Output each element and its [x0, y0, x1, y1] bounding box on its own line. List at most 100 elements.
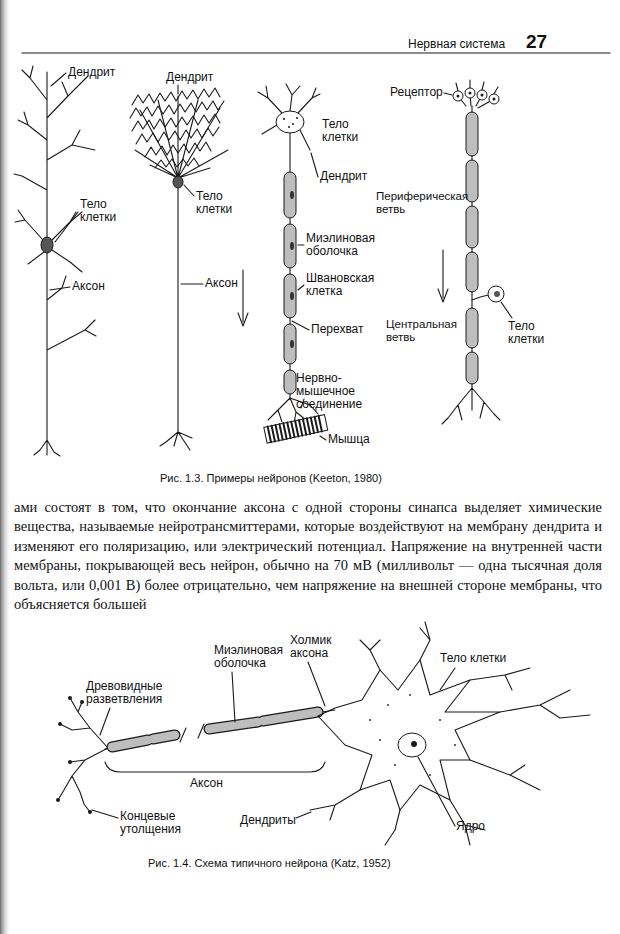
part-label: Перехват	[311, 323, 364, 336]
multipolar-neuron-part	[50, 73, 78, 290]
header-rule	[22, 52, 610, 53]
part-label: Рецептор	[390, 86, 443, 99]
direction-arrow-part	[242, 270, 243, 322]
motor-neuron-part	[264, 415, 328, 444]
sensory-neuron-part	[469, 92, 472, 95]
typical-neuron-part	[105, 710, 335, 749]
part-label: Тело клетки	[80, 198, 128, 224]
typical-neuron-part	[58, 722, 62, 726]
typical-neuron-part	[409, 694, 411, 696]
typical-neuron-part	[429, 774, 431, 776]
motor-neuron-part	[290, 292, 294, 300]
typical-neuron-part	[387, 704, 389, 706]
part-label: Дендриты	[240, 814, 296, 827]
motor-neuron-part-part	[268, 416, 322, 442]
sensory-neuron-part	[465, 88, 475, 98]
typical-neuron-part	[411, 741, 417, 747]
motor-neuron-part	[276, 111, 304, 133]
pyramidal-neuron-part	[130, 88, 224, 168]
multipolar-neuron-part	[14, 66, 96, 456]
multipolar-neuron	[14, 66, 96, 456]
part-label: Дендрит	[166, 71, 213, 84]
typical-neuron-part	[439, 719, 441, 721]
motor-neuron-part	[284, 224, 296, 268]
part-label: Миэлиновая оболочка	[306, 232, 382, 258]
sensory-neuron-part	[457, 95, 460, 98]
typical-neuron-part	[80, 700, 84, 704]
typical-neuron-part	[88, 810, 92, 814]
running-head: Нервная система	[408, 38, 505, 51]
part-label: Холмик аксона	[290, 634, 348, 660]
typical-neuron-part	[394, 764, 396, 766]
typical-neuron-part	[369, 719, 371, 721]
typical-neuron-part	[58, 698, 108, 812]
part-label: Тело клетки	[508, 320, 558, 346]
sensory-neuron-part	[466, 206, 478, 248]
motor-neuron-part-part	[264, 415, 328, 444]
sensory-neuron-part	[453, 91, 463, 101]
pyramidal-neuron-part	[178, 85, 203, 284]
direction-arrow-part	[442, 250, 443, 298]
sensory-neuron-part	[477, 90, 487, 100]
motor-neuron-part	[292, 123, 294, 125]
motor-neuron-part	[258, 84, 320, 150]
part-label: Тело клетки	[196, 190, 244, 216]
part-label: Аксон	[205, 277, 238, 290]
part-label: Аксон	[72, 280, 105, 293]
body-text: ами состоят в том, что окончание аксона …	[14, 498, 602, 615]
sensory-neuron-part	[481, 94, 484, 97]
typical-neuron-part	[112, 712, 318, 747]
part-label: Центральная ветвь	[386, 318, 464, 343]
typical-neuron-part	[56, 798, 60, 802]
sensory-neuron-part	[494, 291, 500, 297]
scan-shadow	[0, 0, 11, 934]
sensory-neuron-part	[442, 388, 500, 424]
direction-arrow-part	[238, 313, 248, 326]
part-label: Дендрит	[320, 170, 367, 183]
pyramidal-neuron-part	[173, 176, 183, 188]
part-label: Тело клетки	[322, 118, 370, 144]
motor-neuron-part	[284, 370, 296, 394]
figure-caption: Рис. 1.3. Примеры нейронов (Keeton, 1980…	[160, 472, 382, 484]
part-label: Швановская клетка	[306, 272, 382, 298]
motor-neuron-part	[283, 118, 285, 120]
motor-neuron-part	[284, 324, 296, 364]
typical-neuron-part	[112, 712, 318, 747]
sensory-neuron	[442, 80, 512, 424]
sensory-neuron-part	[466, 160, 478, 202]
sensory-neuron-part	[472, 295, 489, 300]
pyramidal-neuron-part	[135, 96, 228, 432]
motor-neuron-part	[284, 172, 296, 218]
sensory-neuron-part	[488, 286, 504, 302]
sensory-neuron-part	[493, 98, 496, 101]
part-label: Дендрит	[68, 66, 115, 79]
page-number: 27	[526, 32, 547, 53]
motor-neuron-part	[290, 242, 294, 250]
direction-arrow	[438, 250, 448, 302]
sensory-neuron-part	[466, 308, 478, 348]
part-label: Нервно-мышечное соединение	[296, 372, 400, 412]
sensory-neuron-part	[489, 94, 499, 104]
part-label: Периферическая ветвь	[376, 190, 464, 215]
typical-neuron-part	[398, 733, 426, 757]
typical-neuron-part	[68, 696, 72, 700]
part-label: Мышца	[328, 433, 370, 446]
sensory-neuron-part	[444, 93, 512, 318]
typical-neuron-part	[318, 660, 500, 810]
part-label: Тело клетки	[440, 652, 506, 665]
typical-neuron-part	[379, 739, 381, 741]
motor-neuron-part	[296, 117, 298, 119]
typical-neuron-part	[454, 744, 456, 746]
sensory-neuron-part	[466, 352, 478, 384]
part-label: Миэлиновая оболочка	[214, 644, 290, 670]
pyramidal-neuron	[130, 85, 228, 450]
typical-neuron	[56, 622, 590, 845]
part-label: Ядро	[456, 820, 485, 833]
multipolar-neuron-part	[41, 237, 53, 253]
direction-arrow	[238, 270, 248, 326]
pyramidal-neuron-part	[160, 432, 192, 450]
part-label: Древовидные разветвления	[86, 680, 170, 706]
figure-caption: Рис. 1.4. Схема типичного нейрона (Katz,…	[148, 857, 391, 869]
